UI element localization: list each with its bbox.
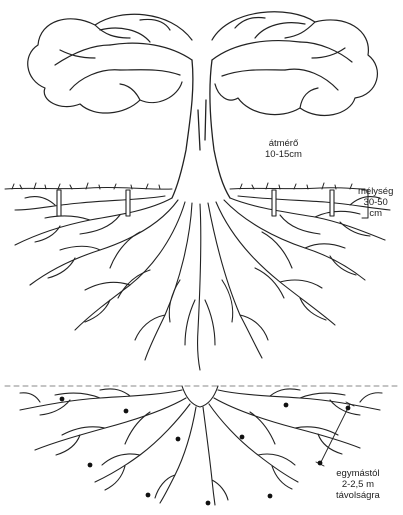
planting-dot [268,494,273,499]
depth-label: mélység 30-50 cm [358,186,393,219]
planting-dot [146,493,151,498]
planting-dot [346,406,351,411]
spacing-label: egymástól 2-2,5 m távolságra [336,468,380,501]
planting-dot [318,461,323,466]
planting-dot [124,409,129,414]
spacing-label-line3: távolságra [336,490,380,501]
stake-3 [272,190,276,216]
stake-4 [330,190,334,216]
planting-dot [88,463,93,468]
spacing-bracket [316,402,354,466]
planting-dot [60,397,65,402]
ground-line-upper [5,183,365,189]
diameter-label-line2: 10-15cm [265,149,302,160]
planting-dot [206,501,211,506]
stake-2 [126,190,130,216]
diameter-label-line1: átmérő [265,138,302,149]
depth-label-line3: cm [358,208,393,219]
spacing-label-line2: 2-2,5 m [336,479,380,490]
depth-label-line2: 30-50 [358,197,393,208]
planting-dot [240,435,245,440]
planting-dot [284,403,289,408]
spacing-label-line1: egymástól [336,468,380,479]
stake-1 [57,190,61,216]
tree-trunk [172,60,230,198]
depth-label-line1: mélység [358,186,393,197]
diameter-label: átmérő 10-15cm [265,138,302,160]
stakes-upper [57,190,334,216]
planting-dots [60,397,351,506]
upper-root-system [15,196,390,370]
lower-root-system [20,386,382,505]
planting-dot [176,437,181,442]
tree-canopy [28,12,378,116]
